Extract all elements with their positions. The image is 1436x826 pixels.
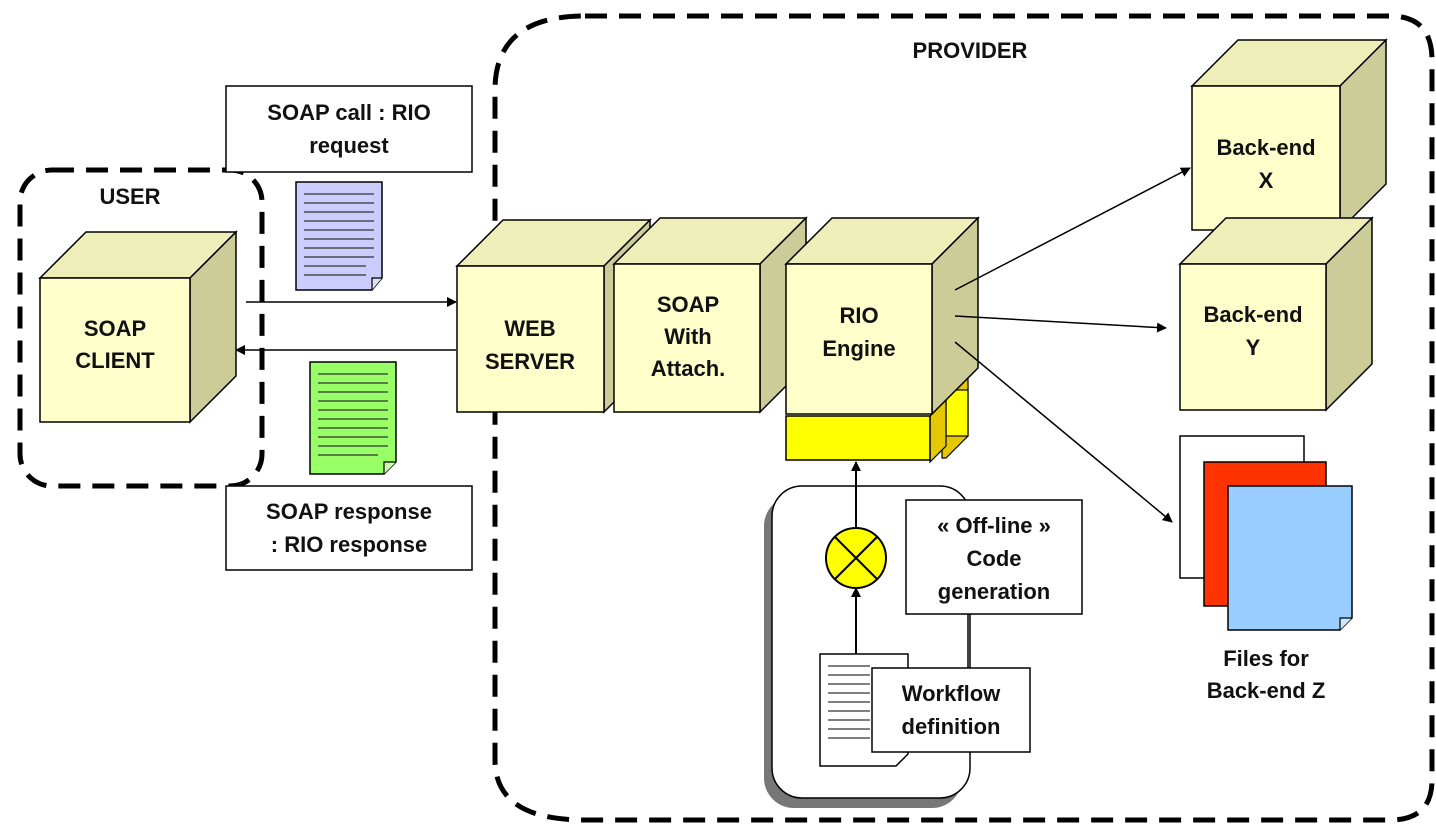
soap-client-line-1: SOAP bbox=[84, 316, 146, 341]
soap-call-line-1: SOAP call : RIO bbox=[267, 100, 430, 125]
codegen-line-1: « Off-line » bbox=[937, 513, 1051, 538]
backend-y-line-2: Y bbox=[1246, 335, 1261, 360]
soap-response-callout bbox=[225, 485, 473, 571]
code-generation-callout bbox=[905, 499, 1083, 615]
request-document-icon bbox=[295, 181, 383, 291]
generator-circle-icon bbox=[825, 527, 887, 589]
arrow-to-backend-y bbox=[954, 315, 1167, 333]
arrow-to-files bbox=[954, 341, 1173, 523]
user-boundary bbox=[17, 167, 265, 489]
soap-call-line-2: request bbox=[309, 133, 389, 158]
files-line-1: Files for bbox=[1223, 646, 1309, 671]
backend-y-line-1: Back-end bbox=[1203, 302, 1302, 327]
files-line-2: Back-end Z bbox=[1207, 678, 1326, 703]
codegen-line-3: generation bbox=[938, 579, 1050, 604]
backend-x-box bbox=[1190, 38, 1388, 232]
backend-x-line-2: X bbox=[1259, 168, 1274, 193]
soap-attachments-line-2: With bbox=[664, 324, 711, 349]
web-server-line-2: SERVER bbox=[485, 349, 575, 374]
soap-attachments-line-3: Attach. bbox=[651, 356, 726, 381]
user-title: USER bbox=[99, 184, 160, 209]
files-stack-icon bbox=[1179, 435, 1353, 631]
web-server-line-1: WEB bbox=[504, 316, 555, 341]
rio-engine-box bbox=[784, 216, 980, 416]
workflow-line-1: Workflow bbox=[902, 681, 1001, 706]
rio-engine-line-2: Engine bbox=[822, 336, 895, 361]
soap-client-box bbox=[38, 230, 238, 424]
soap-response-line-2: : RIO response bbox=[271, 532, 427, 557]
soap-call-callout bbox=[225, 85, 473, 173]
provider-title: PROVIDER bbox=[913, 38, 1028, 63]
codegen-line-2: Code bbox=[967, 546, 1022, 571]
workflow-definition-callout bbox=[871, 667, 1031, 753]
workflow-line-2: definition bbox=[902, 714, 1001, 739]
soap-attachments-line-1: SOAP bbox=[657, 292, 719, 317]
soap-client-line-2: CLIENT bbox=[75, 348, 155, 373]
provider-boundary bbox=[492, 13, 1435, 823]
arrow-to-backend-x bbox=[954, 167, 1191, 291]
rio-engine-line-1: RIO bbox=[839, 303, 878, 328]
backend-y-box bbox=[1178, 216, 1374, 412]
backend-x-line-1: Back-end bbox=[1216, 135, 1315, 160]
soap-response-line-1: SOAP response bbox=[266, 499, 432, 524]
response-document-icon bbox=[309, 361, 397, 475]
